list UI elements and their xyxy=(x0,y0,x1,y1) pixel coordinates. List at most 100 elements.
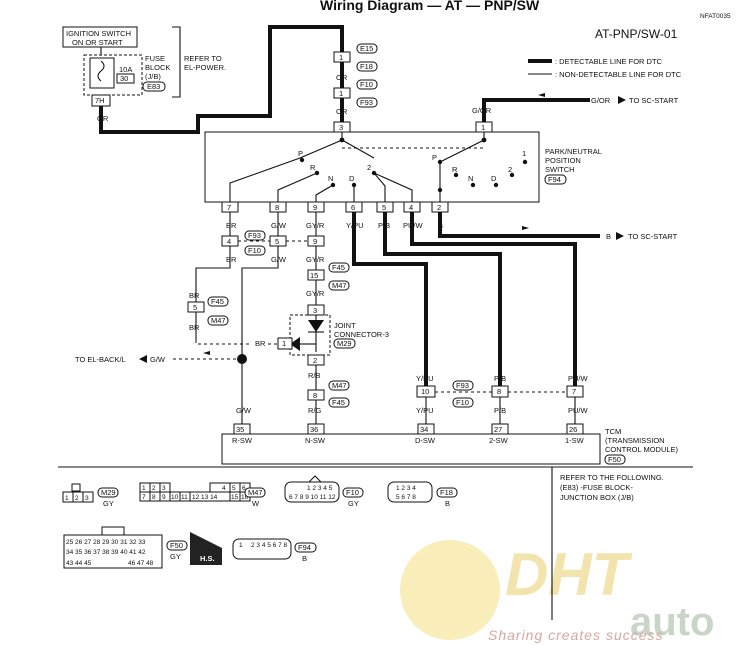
arrow-gor-wire: G/OR xyxy=(591,96,611,105)
svg-text:25 26 27 28 29 30 31 32 33: 25 26 27 28 29 30 31 32 33 xyxy=(66,539,146,546)
conn-f10-top: F10 xyxy=(360,80,373,89)
svg-text:4: 4 xyxy=(222,485,226,492)
svg-text:15: 15 xyxy=(231,494,239,501)
fuse-connector: E83 xyxy=(147,82,160,91)
pos-r-2: 2 xyxy=(508,165,512,174)
tcm-module: 35 36 34 27 26 R-SW N-SW D-SW 2-SW 1-SW … xyxy=(221,423,679,465)
f93-pin-7: 7 xyxy=(572,387,576,396)
wire-br-1: BR xyxy=(226,221,237,230)
footer-f50: F50 xyxy=(170,541,183,550)
wire-or-2: OR xyxy=(336,73,348,82)
wire-pb-2: P/B xyxy=(494,374,506,383)
f93-pin-10: 10 xyxy=(421,387,429,396)
footer-m47: M47 xyxy=(248,488,263,497)
svg-text:1 2 3 4: 1 2 3 4 xyxy=(396,485,416,492)
term-6: 6 xyxy=(351,203,355,212)
svg-text:12 13 14: 12 13 14 xyxy=(192,494,218,501)
conn-m29: M29 xyxy=(337,339,352,348)
refer-power-1: REFER TO xyxy=(184,54,222,63)
pos-r-n: N xyxy=(468,174,473,183)
wire-ypu-2: Y/PU xyxy=(416,374,434,383)
conn-f94: F94 xyxy=(548,175,561,184)
footer-b2: B xyxy=(302,554,307,563)
arrow-b-wire: B xyxy=(606,232,611,241)
joint-label-2: CONNECTOR-3 xyxy=(334,330,389,339)
diagram-title: Wiring Diagram — AT — PNP/SW xyxy=(320,0,540,13)
wire-br-5: BR xyxy=(255,339,266,348)
svg-text:46 47 48: 46 47 48 xyxy=(128,560,154,567)
conn-f93-mid: F93 xyxy=(248,231,261,240)
wire-br-3: BR xyxy=(189,291,200,300)
watermark-brand: DHT xyxy=(505,541,633,608)
f93-pin-4: 4 xyxy=(227,237,231,246)
fuse-label-2: BLOCK xyxy=(145,63,170,72)
footer-hs: H.S. xyxy=(200,554,215,563)
svg-text:16: 16 xyxy=(241,494,249,501)
switch-terminals: 7 8 9 6 5 4 2 xyxy=(221,201,449,213)
arrow-el-back: TO EL-BACK/L xyxy=(75,355,126,364)
diagram-code: AT-PNP/SW-01 xyxy=(595,27,678,41)
svg-text:6: 6 xyxy=(242,485,246,492)
wire-gor-label: G/OR xyxy=(472,106,492,115)
footer-refer-2: (E83) -FUSE BLOCK- xyxy=(560,483,633,492)
svg-text:3: 3 xyxy=(162,485,166,492)
pnp-label-3: SWITCH xyxy=(545,165,575,174)
connector-f93-row: 4 5 9 F93 F10 xyxy=(221,230,325,256)
term-8: 8 xyxy=(275,203,279,212)
f93-pin-5: 5 xyxy=(275,237,279,246)
footer-refer-3: JUNCTION BOX (J/B) xyxy=(560,493,634,502)
pnp-label-1: PARK/NEUTRAL xyxy=(545,147,602,156)
tcm-pin-35: 35 xyxy=(236,425,244,434)
jc-pin-1: 1 xyxy=(282,339,286,348)
pnp-switch: PARK/NEUTRAL POSITION SWITCH F94 P R N D… xyxy=(204,131,602,203)
svg-text:2 3 4 5 6 7 8: 2 3 4 5 6 7 8 xyxy=(251,542,288,549)
diagram-ref: NFAT0035 xyxy=(700,13,731,20)
pos-l-r: R xyxy=(310,163,316,172)
conn-f18: F18 xyxy=(360,62,373,71)
f93-pin-9: 9 xyxy=(313,237,317,246)
footer-refer-1: REFER TO THE FOLLOWING. xyxy=(560,473,664,482)
svg-text:11: 11 xyxy=(181,494,188,501)
conn-f45-lower: F45 xyxy=(332,398,345,407)
fuse-label-3: (J/B) xyxy=(145,72,161,81)
connector-stack-top: 1 E15 F18 OR 1 F10 F93 OR 3 xyxy=(333,43,378,133)
arrow-sc-start-b: TO SC-START xyxy=(628,232,678,241)
pin-f10: 1 xyxy=(339,89,343,98)
footer-b1: B xyxy=(445,499,450,508)
jc-pin-3: 3 xyxy=(313,306,317,315)
power-section: IGNITION SWITCH ON OR START 10A 30 FUSE … xyxy=(62,26,226,123)
footer-f18: F18 xyxy=(440,488,453,497)
legend-nondetectable: : NON-DETECTABLE LINE FOR DTC xyxy=(555,70,682,79)
svg-text:8: 8 xyxy=(152,494,156,501)
f45-pin-15: 15 xyxy=(310,271,318,280)
wire-ypu-3: Y/PU xyxy=(416,406,434,415)
tcm-d-sw: D-SW xyxy=(415,436,436,445)
wire-gw-1: G/W xyxy=(271,221,287,230)
footer-f94: F94 xyxy=(298,543,311,552)
svg-text:34 35 36 37 38 39 40 41 42: 34 35 36 37 38 39 40 41 42 xyxy=(66,549,146,556)
pin-e15: 1 xyxy=(339,53,343,62)
wire-gw-2: G/W xyxy=(271,255,287,264)
footer-f10: F10 xyxy=(346,488,359,497)
svg-text:1: 1 xyxy=(142,485,146,492)
svg-text:5 6 7 8: 5 6 7 8 xyxy=(396,494,416,501)
svg-text:2: 2 xyxy=(75,495,79,502)
line-legend: : DETECTABLE LINE FOR DTC : NON-DETECTAB… xyxy=(528,57,682,79)
wire-puw-2: PU/W xyxy=(568,374,589,383)
svg-text:9: 9 xyxy=(162,494,166,501)
pin-1-switch: 1 xyxy=(481,123,485,132)
wire-br-2: BR xyxy=(226,255,237,264)
wire-or-3: OR xyxy=(336,107,348,116)
fuse-number: 30 xyxy=(120,74,128,83)
ignition-label: IGNITION SWITCH xyxy=(66,29,131,38)
wire-gw-3: G/W xyxy=(236,406,252,415)
svg-text:7: 7 xyxy=(142,494,146,501)
svg-text:3: 3 xyxy=(85,495,89,502)
conn-f93-lower: F93 xyxy=(456,381,469,390)
pos-r-r: R xyxy=(452,165,458,174)
connector-f93-lower: Y/PU P/B PU/W 10 8 7 F93 F10 xyxy=(416,374,589,408)
conn-f50: F50 xyxy=(608,455,621,464)
f45-pin-5: 5 xyxy=(193,303,197,312)
svg-text:43 44 45: 43 44 45 xyxy=(66,560,92,567)
conn-f45-right: F45 xyxy=(332,263,345,272)
